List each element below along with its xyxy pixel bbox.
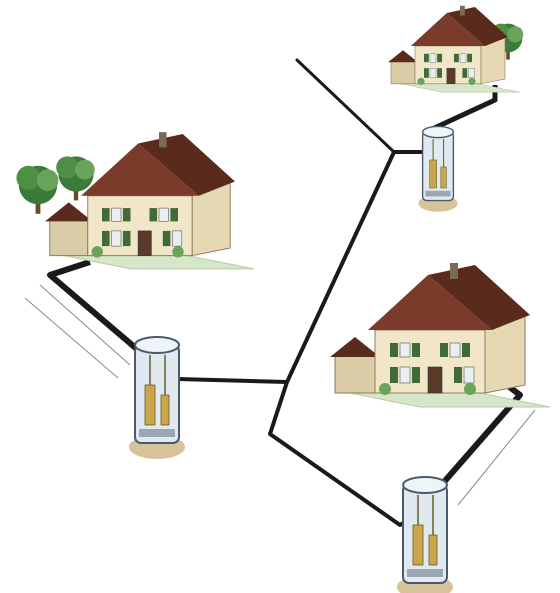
house-icon xyxy=(330,263,550,407)
secondary-collector-pipe xyxy=(270,382,420,525)
pumping-station-icon xyxy=(397,477,453,593)
tree-icon xyxy=(16,166,58,214)
house-icon xyxy=(388,6,520,92)
outlet-pipe xyxy=(297,60,394,152)
house-icon xyxy=(45,132,254,269)
pumping-station-icon xyxy=(129,337,185,459)
pumping-station-icon xyxy=(418,126,457,211)
